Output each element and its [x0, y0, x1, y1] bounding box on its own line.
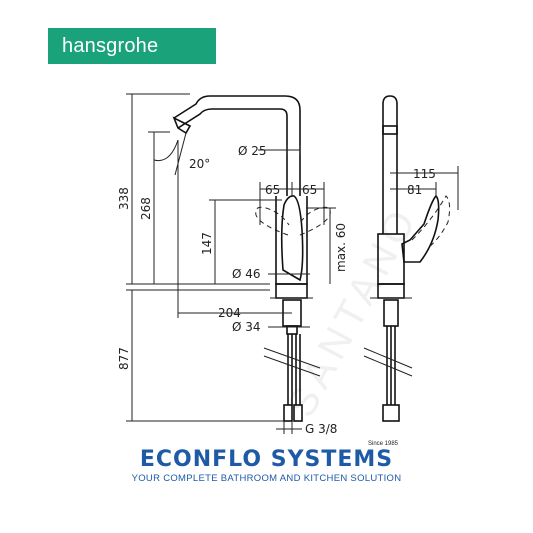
dim-877: 877 — [117, 347, 131, 370]
hansgrohe-logo: hansgrohe — [48, 28, 216, 64]
lever-swing-right — [298, 206, 331, 236]
dim-angle: 20° — [189, 157, 210, 171]
spout-outline — [173, 95, 301, 196]
dim-d46: Ø 46 — [232, 267, 261, 281]
footer-subtitle: YOUR COMPLETE BATHROOM AND KITCHEN SOLUT… — [131, 473, 402, 484]
dim-d25: Ø 25 — [238, 144, 267, 158]
lever-swing-left — [255, 206, 290, 236]
dim-204: 204 — [218, 306, 241, 320]
dim-65-right: 65 — [302, 183, 317, 197]
dim-65-left: 65 — [265, 183, 280, 197]
hose-connector-right — [293, 404, 303, 422]
dim-147: 147 — [200, 232, 214, 255]
dim-81: 81 — [407, 183, 422, 197]
dim-115: 115 — [413, 167, 436, 181]
footer-title: ECONFLO SYSTEMS — [139, 447, 394, 472]
lever-handle — [280, 195, 304, 282]
footer-since: Since 1985 — [368, 441, 399, 447]
side-lever — [401, 194, 440, 263]
side-lever-swing — [411, 195, 451, 249]
dim-338: 338 — [117, 187, 131, 210]
dim-thread: G 3/8 — [305, 422, 337, 436]
hose-connector-left — [283, 404, 293, 422]
dim-268: 268 — [139, 197, 153, 220]
dim-max60: max. 60 — [334, 223, 348, 272]
faucet-base — [275, 283, 308, 299]
brand-name: hansgrohe — [62, 34, 159, 57]
dim-d34: Ø 34 — [232, 320, 261, 334]
